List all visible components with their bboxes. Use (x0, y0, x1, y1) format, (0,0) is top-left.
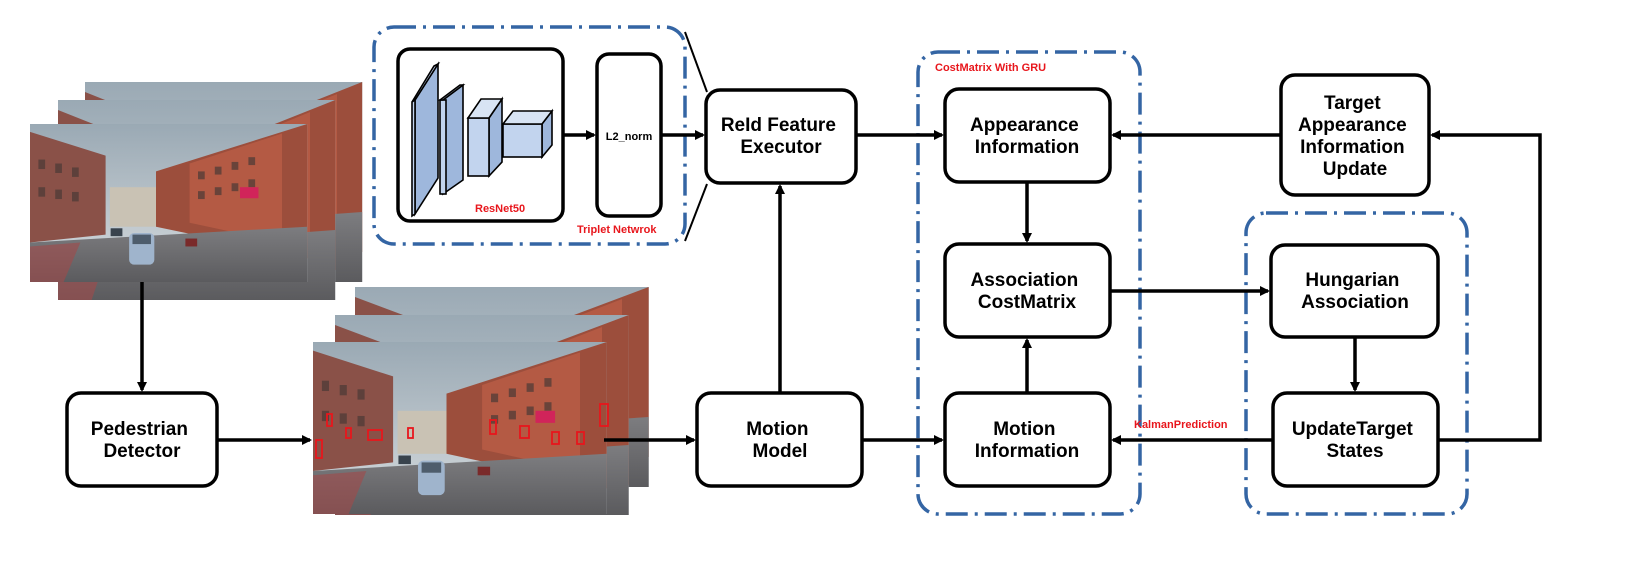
pedestrian-detector-box: Pedestrian Detector (65, 391, 219, 488)
motion-model-box: Motion Model (695, 391, 864, 488)
input-frame-stack (30, 82, 363, 300)
detected-frame-stack (313, 287, 649, 515)
reid-feature-line-2: Executor (740, 137, 822, 158)
update-target-states-box: UpdateTarget States (1271, 391, 1440, 488)
arrow-update-states-to-target-update (1430, 130, 1542, 442)
target-update-line-3: Information (1300, 137, 1405, 158)
update-states-line-2: States (1326, 441, 1383, 462)
association-cost-line-1: Association (971, 270, 1079, 291)
arrows (137, 130, 1542, 445)
association-costmatrix-box: Association CostMatrix (943, 242, 1112, 339)
svg-text:Hungarian Association: Hungarian Association (1301, 270, 1409, 313)
target-appearance-update-box: Target Appearance Information Update (1279, 73, 1431, 197)
costmatrix-gru-label: CostMatrix With GRU (935, 62, 1046, 74)
svg-text:Association CostMatrix: Association CostMatrix (971, 270, 1084, 313)
motion-model-line-1: Motion (746, 419, 808, 440)
l2-norm-label: L2_norm (606, 131, 653, 143)
funnel-line-bottom (684, 183, 708, 242)
svg-text:Motion Information: Motion Information (975, 419, 1080, 462)
reid-feature-executor-box: ReId Feature Executor (704, 88, 858, 185)
kalman-prediction-label: KalmanPrediction (1134, 419, 1228, 431)
association-cost-line-2: CostMatrix (978, 292, 1077, 313)
costmatrix-gru-group (916, 50, 1142, 516)
pedestrian-detector-line-1: Pedestrian (91, 419, 188, 440)
hungarian-line-2: Association (1301, 292, 1409, 313)
motion-information-box: Motion Information (943, 391, 1112, 488)
svg-text:ReId Feature Executor: ReId Feature Executor (721, 115, 841, 158)
hungarian-update-group (1244, 211, 1469, 516)
resnet50-label: ResNet50 (475, 203, 525, 215)
svg-text:Pedestrian Detector: Pedestrian Detector (91, 419, 193, 462)
svg-text:Appearance Information: Appearance Information (970, 115, 1084, 158)
update-states-line-1: UpdateTarget (1292, 419, 1414, 440)
funnel-line-top (684, 31, 708, 93)
pedestrian-detector-line-2: Detector (103, 441, 181, 462)
target-update-line-4: Update (1323, 159, 1387, 180)
svg-text:UpdateTarget States: UpdateTarget States (1292, 419, 1418, 462)
hungarian-association-box: Hungarian Association (1269, 243, 1440, 339)
motion-model-line-2: Model (753, 441, 808, 462)
appearance-information-box: Appearance Information (943, 87, 1112, 184)
target-update-line-1: Target (1324, 93, 1381, 114)
triplet-network-label: Triplet Netwrok (577, 224, 657, 236)
svg-text:Motion Model: Motion Model (746, 419, 814, 462)
resnet-layers-icon (411, 61, 554, 218)
detection-boxes (315, 403, 609, 459)
target-update-line-2: Appearance (1298, 115, 1407, 136)
reid-feature-line-1: ReId Feature (721, 115, 836, 136)
svg-text:Target Appearance: Target Appearance Information Update (1298, 93, 1412, 180)
hungarian-line-1: Hungarian (1305, 270, 1399, 291)
appearance-info-line-2: Information (975, 137, 1080, 158)
motion-info-line-1: Motion (993, 419, 1055, 440)
motion-info-line-2: Information (975, 441, 1080, 462)
appearance-info-line-1: Appearance (970, 115, 1079, 136)
